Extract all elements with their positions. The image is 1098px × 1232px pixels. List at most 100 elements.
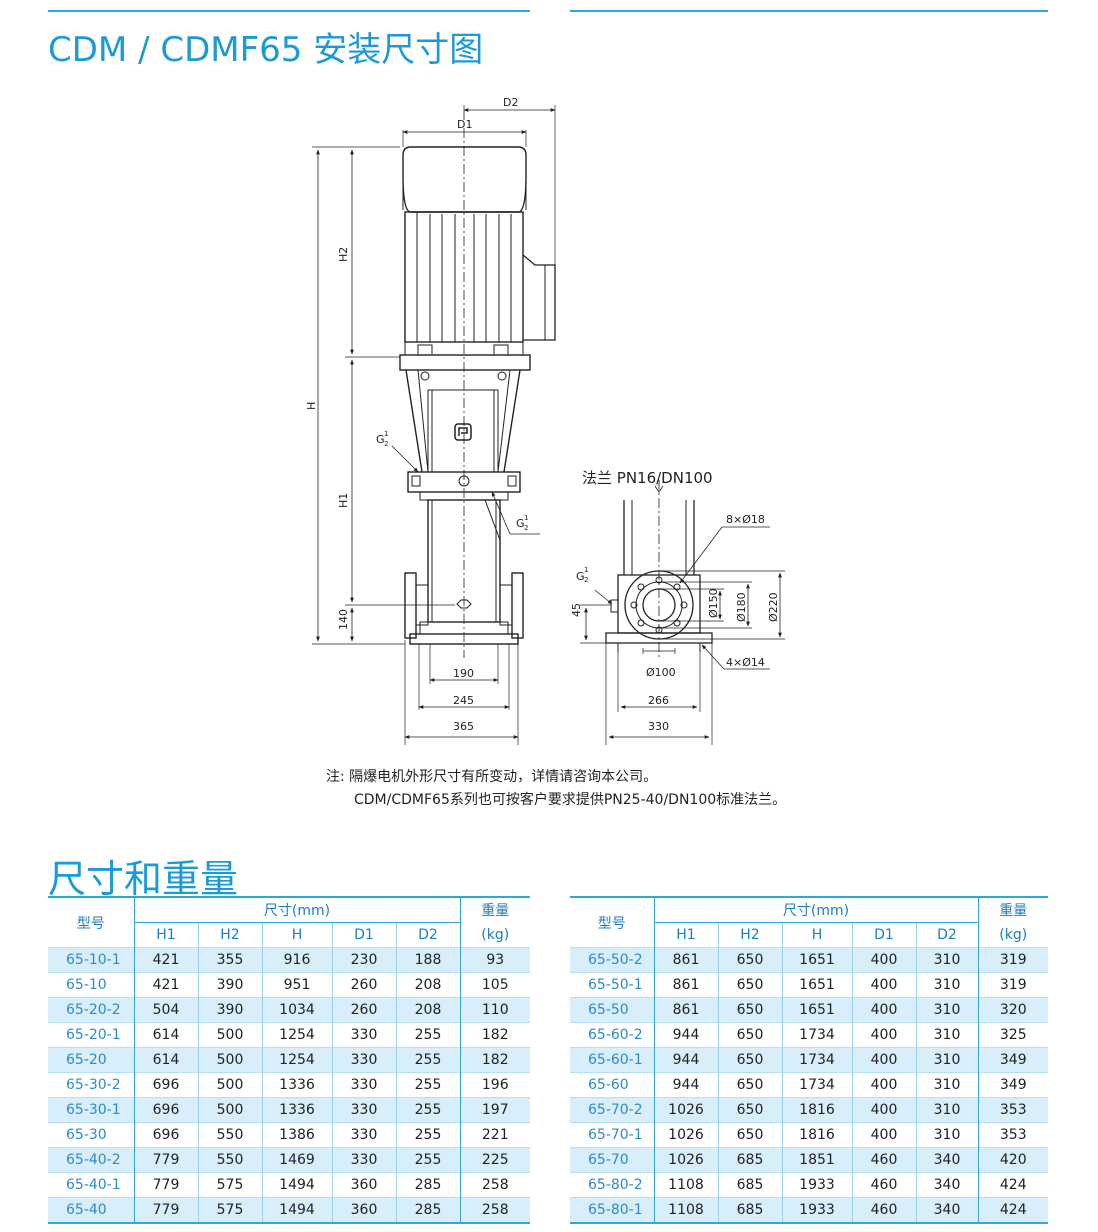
cell-h1: 696 xyxy=(134,1072,199,1098)
label-365: 365 xyxy=(453,720,474,733)
cell-model: 65-30-2 xyxy=(48,1072,135,1098)
frac-den-top: 2 xyxy=(384,440,388,448)
cell-weight: 196 xyxy=(481,1077,509,1093)
cell-h1: 861 xyxy=(654,947,719,973)
cell-model: 65-60-2 xyxy=(570,1022,655,1048)
cell-h1: 779 xyxy=(134,1197,199,1223)
cell-h2: 650 xyxy=(718,997,783,1023)
label-h1: H1 xyxy=(337,493,350,508)
cell-h: 1816 xyxy=(782,1122,853,1148)
cell-weight: 258 xyxy=(481,1177,509,1193)
label-d180: Ø180 xyxy=(735,592,748,622)
frac-num-flange: 1 xyxy=(584,566,588,574)
header-d1: D1 xyxy=(852,922,917,948)
cell-d1: 330 xyxy=(332,1122,397,1148)
label-d1: D1 xyxy=(457,118,472,131)
top-rule-left xyxy=(48,10,530,12)
cell-model: 65-20 xyxy=(48,1047,135,1073)
cell-d1: 330 xyxy=(332,1147,397,1173)
cell-d1: 400 xyxy=(852,1122,917,1148)
cell-h2: 685 xyxy=(718,1147,783,1173)
cell-d2: 255 xyxy=(396,1147,461,1173)
cell-h1: 696 xyxy=(134,1122,199,1148)
header-d2: D2 xyxy=(937,927,957,943)
label-g-top: G xyxy=(376,433,385,446)
cell-weight: 325 xyxy=(999,1027,1027,1043)
cell-h: 1933 xyxy=(782,1197,853,1223)
cell-model: 65-40-2 xyxy=(48,1147,135,1173)
cell-model: 65-30 xyxy=(48,1122,135,1148)
cell-d2: 208 xyxy=(396,997,461,1023)
cell-weight: 182 xyxy=(481,1027,509,1043)
cell-d1: 360 xyxy=(332,1172,397,1198)
cell-h1: 421 xyxy=(134,947,199,973)
label-h2: H2 xyxy=(337,247,350,262)
cell-model: 65-80-1 xyxy=(570,1197,655,1223)
cell-d1: 400 xyxy=(852,1022,917,1048)
cell-model: 65-70 xyxy=(570,1147,655,1173)
cell-h1: 696 xyxy=(134,1097,199,1123)
cell-d1: 260 xyxy=(332,972,397,998)
cell-d2: 255 xyxy=(396,1047,461,1073)
header-d1: D1 xyxy=(332,922,397,948)
cell-h2: 390 xyxy=(198,997,263,1023)
cell-weight: 258 xyxy=(481,1202,509,1218)
top-rule-right xyxy=(570,10,1048,12)
label-d2: D2 xyxy=(503,96,518,109)
cell-d1: 400 xyxy=(852,1097,917,1123)
label-g-mid: G xyxy=(516,517,525,530)
cell-model: 65-20-2 xyxy=(48,997,135,1023)
cell-h2: 650 xyxy=(718,1022,783,1048)
cell-h2: 550 xyxy=(198,1122,263,1148)
label-h: H xyxy=(305,402,318,410)
header-h: H xyxy=(262,922,333,948)
cell-d2: 340 xyxy=(916,1172,979,1198)
label-bolt-holes: 8×Ø18 xyxy=(726,513,765,526)
cell-h2: 650 xyxy=(718,972,783,998)
cell-h2: 650 xyxy=(718,1047,783,1073)
cell-d2: 310 xyxy=(916,1047,979,1073)
cell-d2: 310 xyxy=(916,1122,979,1148)
header-size-group: 尺寸(mm) xyxy=(654,896,979,923)
cell-d2: 340 xyxy=(916,1147,979,1173)
cell-h2: 550 xyxy=(198,1147,263,1173)
label-d220: Ø220 xyxy=(767,592,780,622)
cell-model: 65-70-2 xyxy=(570,1097,655,1123)
cell-d2: 310 xyxy=(916,1022,979,1048)
label-245: 245 xyxy=(453,694,474,707)
frac-num-top: 1 xyxy=(384,430,388,438)
header-weight-unit: (kg) xyxy=(977,922,1049,948)
cell-h1: 614 xyxy=(134,1047,199,1073)
header-size-group: 尺寸(mm) xyxy=(134,896,461,923)
label-140: 140 xyxy=(337,609,350,630)
cell-h1: 1026 xyxy=(654,1122,719,1148)
cell-model: 65-50-2 xyxy=(570,947,655,973)
cell-h: 1651 xyxy=(782,947,853,973)
cell-h2: 650 xyxy=(718,1072,783,1098)
cell-h2: 575 xyxy=(198,1172,263,1198)
cell-h1: 944 xyxy=(654,1047,719,1073)
cell-weight: 319 xyxy=(999,977,1027,993)
label-g-flange: G xyxy=(576,570,585,583)
header-weight: 重量 xyxy=(977,896,1049,923)
frac-den-mid: 2 xyxy=(524,524,528,532)
cell-d1: 230 xyxy=(332,947,397,973)
cell-h1: 944 xyxy=(654,1072,719,1098)
cell-d1: 400 xyxy=(852,997,917,1023)
cell-weight: 221 xyxy=(481,1127,509,1143)
